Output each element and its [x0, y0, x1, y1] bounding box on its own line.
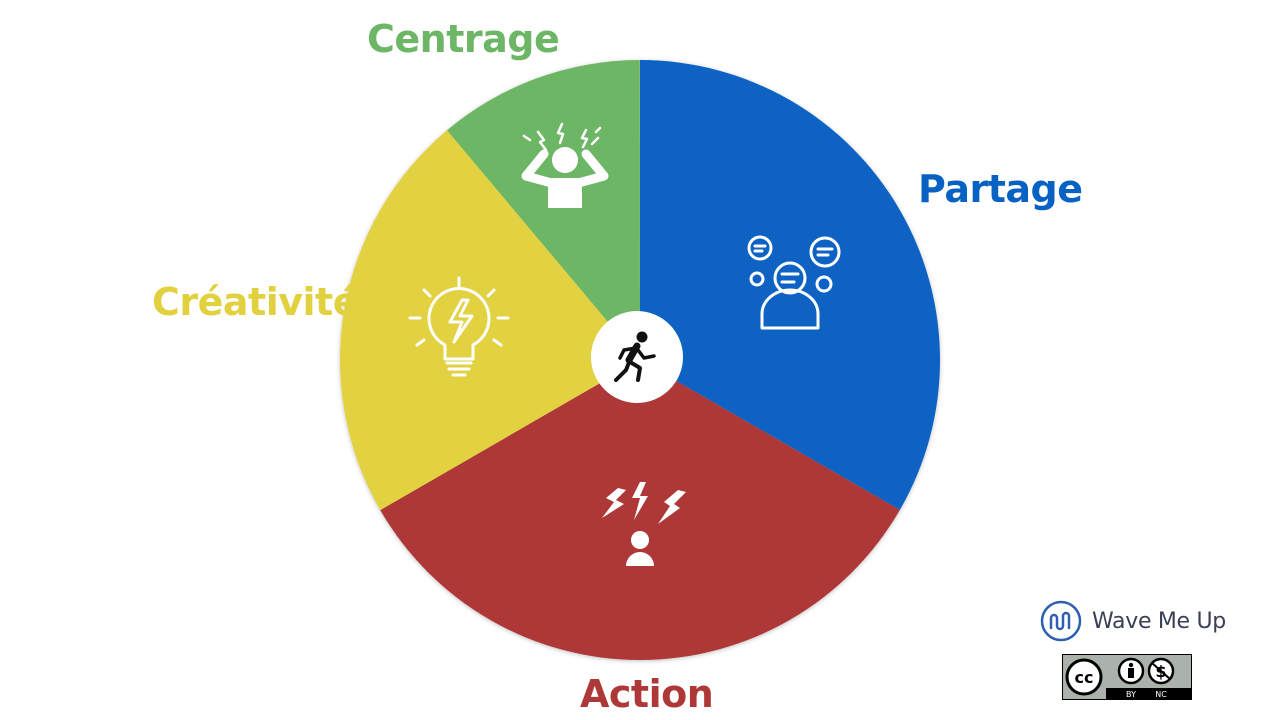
segment-centrage — [447, 60, 640, 360]
label-creativite: Créativité — [152, 280, 358, 324]
segment-partage — [640, 60, 940, 510]
stressed-person-icon — [521, 122, 609, 208]
cc-by-nc-badge: cc $ BY NC — [1062, 654, 1192, 700]
license-by: BY — [1126, 690, 1136, 699]
center-hub — [591, 311, 683, 403]
discussion-icon — [747, 235, 841, 330]
wave-logo-icon — [1040, 600, 1082, 642]
lightbulb-icon — [408, 276, 510, 377]
label-centrage: Centrage — [367, 17, 560, 61]
label-partage: Partage — [918, 167, 1083, 211]
license-nc: NC — [1155, 690, 1167, 699]
running-person-icon — [614, 331, 656, 382]
label-action: Action — [580, 672, 714, 716]
alert-person-icon — [602, 482, 686, 566]
brand-name: Wave Me Up — [1092, 608, 1226, 634]
segment-action — [380, 360, 900, 661]
svg-text:cc: cc — [1075, 668, 1094, 687]
brand-logo: Wave Me Up — [1040, 600, 1226, 642]
